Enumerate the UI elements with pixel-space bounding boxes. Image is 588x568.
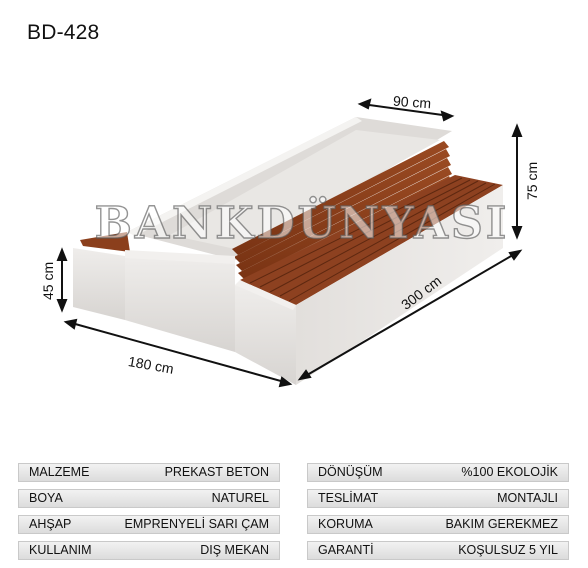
- dimension-seat-height: 45 cm: [40, 261, 56, 300]
- spec-key: BOYA: [29, 491, 63, 505]
- spec-value: BAKIM GEREKMEZ: [445, 517, 558, 531]
- seat-block-top-edge: [235, 280, 296, 310]
- spec-value: MONTAJLI: [497, 491, 558, 505]
- spec-value: PREKAST BETON: [164, 465, 269, 479]
- seat-slats: [240, 175, 503, 305]
- spec-value: KOŞULSUZ 5 YIL: [458, 543, 558, 557]
- product-code: BD-428: [27, 21, 100, 44]
- spec-key: MALZEME: [29, 465, 90, 479]
- planter-rim: [127, 117, 362, 236]
- spec-value: %100 EKOLOJİK: [461, 465, 558, 479]
- spec-row: KULLANIM DIŞ MEKAN: [18, 541, 280, 560]
- left-block-seat-wood: [80, 232, 130, 252]
- spec-row: GARANTİ KOŞULSUZ 5 YIL: [307, 541, 569, 560]
- dimension-back-height: 75 cm: [524, 161, 540, 200]
- spec-key: GARANTİ: [318, 543, 374, 557]
- planter-inner-back: [170, 130, 440, 250]
- spec-key: DÖNÜŞÜM: [318, 465, 383, 479]
- spec-key: TESLİMAT: [318, 491, 379, 505]
- spec-row: BOYA NATUREL: [18, 489, 280, 508]
- spec-row: DÖNÜŞÜM %100 EKOLOJİK: [307, 463, 569, 482]
- planter-front: [125, 256, 235, 352]
- dimension-lines: [56, 98, 523, 388]
- spec-row: KORUMA BAKIM GEREKMEZ: [307, 515, 569, 534]
- bench-illustration: [56, 98, 523, 388]
- left-block-front: [73, 248, 125, 320]
- watermark: BANKDÜNYASI: [94, 197, 510, 249]
- spec-value: DIŞ MEKAN: [200, 543, 269, 557]
- spec-value: NATUREL: [211, 491, 269, 505]
- spec-row: MALZEME PREKAST BETON: [18, 463, 280, 482]
- planter-front-top: [125, 250, 235, 264]
- spec-key: KULLANIM: [29, 543, 92, 557]
- seat-block-front: [235, 285, 296, 385]
- spec-key: KORUMA: [318, 517, 373, 531]
- spec-row: TESLİMAT MONTAJLI: [307, 489, 569, 508]
- spec-value: EMPRENYELİ SARI ÇAM: [124, 517, 269, 531]
- spec-key: AHŞAP: [29, 517, 72, 531]
- dimension-width: 90 cm: [392, 92, 432, 112]
- backrest-slats: [232, 141, 452, 287]
- spec-row: AHŞAP EMPRENYELİ SARI ÇAM: [18, 515, 280, 534]
- seat-block-side: [296, 185, 503, 385]
